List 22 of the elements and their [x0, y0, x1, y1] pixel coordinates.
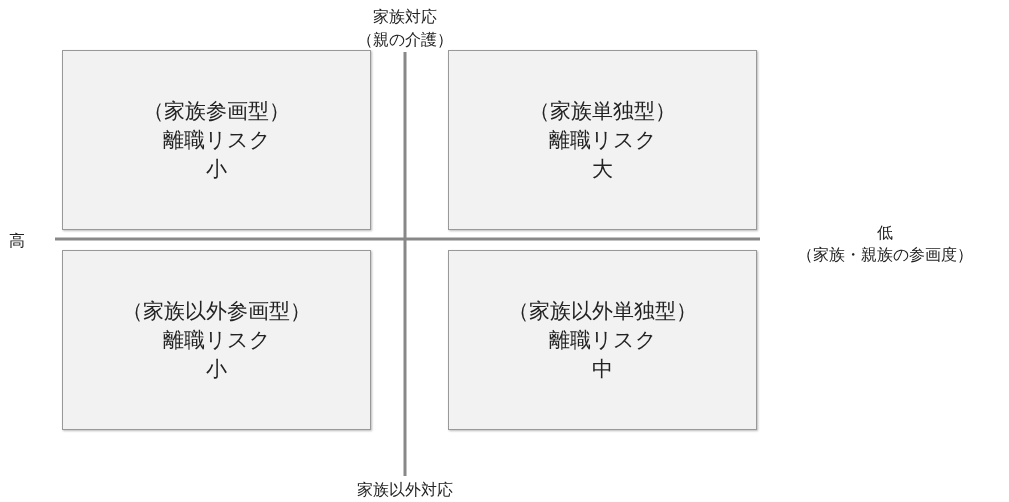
axis-label: 高 — [9, 231, 25, 251]
quadrant-box — [448, 50, 757, 230]
box-text: 離職リスク — [548, 126, 657, 154]
box-text: 大 — [592, 155, 613, 183]
axis-label: 家族以外対応 — [357, 480, 453, 500]
box-text: （家族単独型） — [529, 97, 676, 125]
quadrant-box — [62, 250, 371, 430]
box-text: 小 — [206, 355, 227, 383]
axis-label: 家族対応 — [373, 7, 437, 27]
box-text: 離職リスク — [548, 326, 657, 354]
axis-label: （親の介護） — [357, 30, 453, 50]
box-text: （家族以外単独型） — [508, 297, 697, 325]
box-text: （家族参画型） — [143, 97, 290, 125]
box-text: 中 — [592, 355, 613, 383]
box-text: 離職リスク — [162, 326, 271, 354]
quadrant-box — [62, 50, 371, 230]
quadrant-box — [448, 250, 757, 430]
axis-label: 低 — [877, 223, 893, 243]
box-text: （家族以外参画型） — [122, 297, 311, 325]
box-text: 離職リスク — [162, 126, 271, 154]
axis-label: （家族・親族の参画度） — [797, 245, 973, 265]
box-text: 小 — [206, 155, 227, 183]
